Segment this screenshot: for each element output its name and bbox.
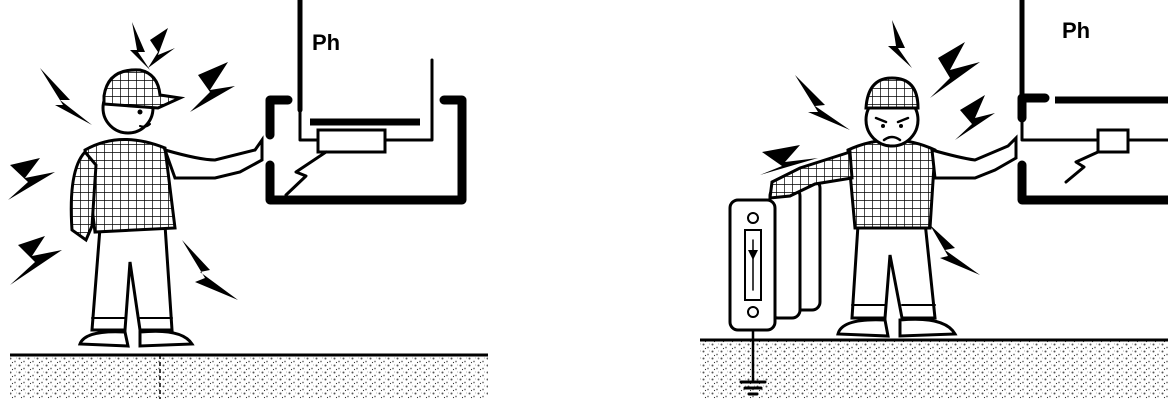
left-shock-bolts <box>8 22 238 300</box>
bolt-icon <box>130 22 150 70</box>
left-man-figure <box>69 68 264 348</box>
bolt-icon <box>182 240 238 300</box>
bolt-icon <box>40 68 92 125</box>
left-appliance-circuit: Ph <box>265 0 467 205</box>
bolt-icon <box>888 20 912 68</box>
right-man-figure <box>768 76 1018 338</box>
bolt-icon <box>930 225 980 275</box>
bolt-icon <box>795 75 850 130</box>
right-shock-bolts <box>760 20 995 275</box>
bolt-icon <box>190 62 235 112</box>
radiator <box>728 178 822 332</box>
right-appliance-circuit: Ph <box>1017 0 1168 205</box>
bolt-icon <box>930 42 980 98</box>
left-resistor-icon <box>316 128 387 154</box>
right-phase-label: Ph <box>1062 18 1090 43</box>
right-panel: Ph <box>700 0 1168 399</box>
bolt-icon <box>8 158 55 200</box>
bolt-icon <box>10 236 62 285</box>
bolt-icon <box>148 28 175 68</box>
bolt-icon <box>760 145 818 175</box>
left-panel: Ph <box>8 0 488 399</box>
earth-ground-icon <box>739 328 767 396</box>
right-ground <box>700 338 1168 399</box>
left-phase-label: Ph <box>312 30 340 55</box>
bolt-icon <box>955 95 995 140</box>
right-resistor-icon <box>1096 128 1130 154</box>
left-ground <box>10 353 488 399</box>
